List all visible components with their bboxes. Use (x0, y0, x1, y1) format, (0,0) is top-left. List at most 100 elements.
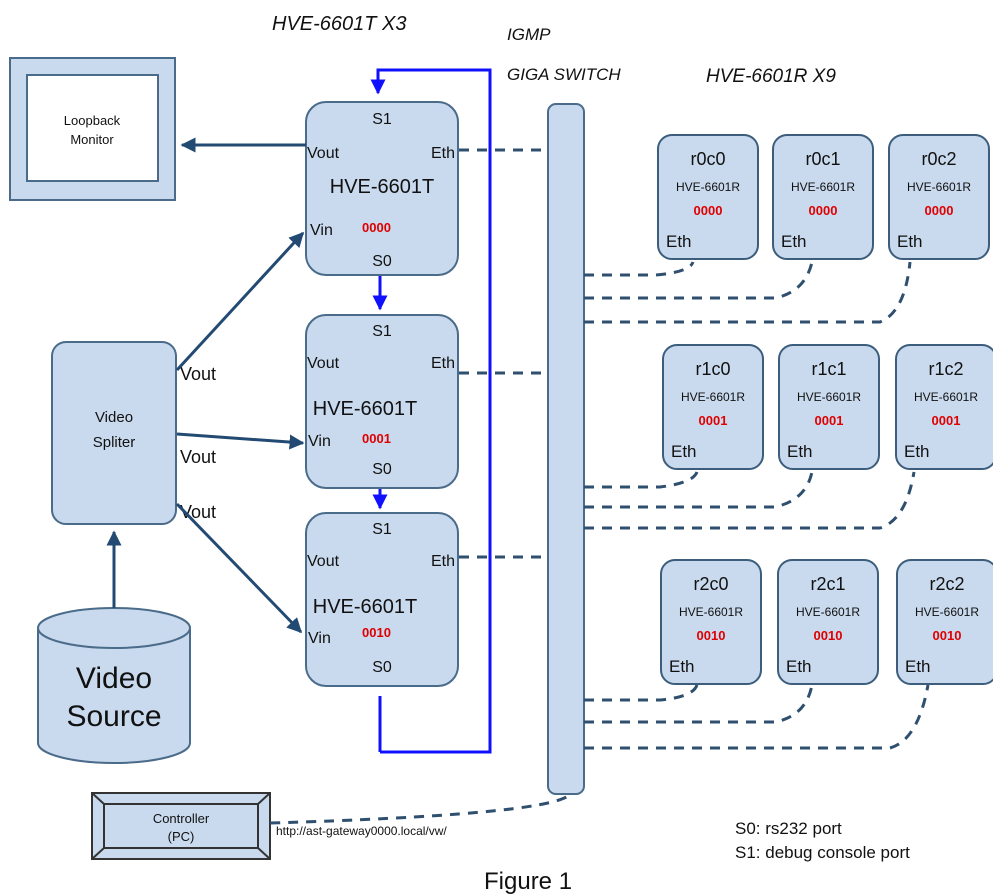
receiver-model: HVE-6601R (791, 180, 855, 194)
video-splitter-label-1: Video (95, 409, 133, 426)
arrow-splitter-to-tx1 (175, 231, 305, 372)
video-splitter: Video Spliter (51, 341, 177, 525)
eth-link-controller (269, 794, 569, 825)
tx3-code: 0010 (362, 625, 391, 640)
receiver-grid: r0c0HVE-6601R0000Ethr0c1HVE-6601R0000Eth… (657, 134, 993, 685)
tx2-model: HVE-6601T (313, 398, 418, 420)
receiver-name: r1c2 (928, 359, 963, 379)
loopback-monitor: Loopback Monitor (9, 57, 176, 201)
receiver-code: 0010 (697, 628, 726, 643)
tx1-vout: Vout (307, 145, 340, 162)
receiver-eth: Eth (671, 442, 697, 461)
receiver-name: r2c0 (693, 574, 728, 594)
giga-switch (547, 103, 585, 795)
receiver-code: 0001 (699, 413, 728, 428)
receiver-name: r0c1 (805, 149, 840, 169)
arrow-splitter-to-tx3 (175, 502, 303, 634)
receiver-eth: Eth (897, 232, 923, 251)
eth-link-r0c2 (584, 261, 912, 324)
tx1-vin: Vin (310, 222, 333, 239)
transmitter-2: S1 Vout Eth HVE-6601T Vin 0001 S0 (305, 314, 459, 489)
receiver-code: 0000 (694, 203, 723, 218)
receiver-name: r1c1 (811, 359, 846, 379)
receiver-name: r1c0 (695, 359, 730, 379)
tx2-s1: S1 (372, 323, 392, 340)
tx3-vin: Vin (308, 630, 331, 647)
receiver-links (584, 261, 930, 750)
receiver-eth: Eth (904, 442, 930, 461)
splitter-vout-2: Vout (180, 447, 216, 467)
receiver-model: HVE-6601R (796, 605, 860, 619)
tx2-s0: S0 (372, 461, 392, 478)
receiver-eth: Eth (787, 442, 813, 461)
receiver-model: HVE-6601R (797, 390, 861, 404)
receiver-code: 0010 (933, 628, 962, 643)
tx2-code: 0001 (362, 431, 391, 446)
receiver-model: HVE-6601R (676, 180, 740, 194)
transmitters-title: HVE-6601T X3 (272, 13, 407, 35)
receiver-model: HVE-6601R (679, 605, 743, 619)
controller-url: http://ast-gateway0000.local/vw/ (276, 824, 447, 838)
video-source: Video Source (37, 607, 191, 764)
tx3-vout: Vout (307, 553, 340, 570)
video-source-label-1: Video (76, 662, 152, 695)
receiver-model: HVE-6601R (907, 180, 971, 194)
receiver-code: 0001 (932, 413, 961, 428)
giga-switch-title: GIGA SWITCH (507, 65, 621, 84)
receiver-model: HVE-6601R (681, 390, 745, 404)
arrow-splitter-to-tx2 (176, 432, 305, 450)
tx2-vin: Vin (308, 433, 331, 450)
controller-label-2: (PC) (168, 829, 195, 844)
splitter-vout-1: Vout (180, 364, 216, 384)
receiver-name: r0c0 (690, 149, 725, 169)
controller-label-1: Controller (153, 811, 210, 826)
tx1-code: 0000 (362, 220, 391, 235)
tx2-eth: Eth (431, 355, 455, 372)
receiver-model: HVE-6601R (914, 390, 978, 404)
loopback-monitor-label-2: Monitor (70, 132, 114, 147)
tx3-s0: S0 (372, 659, 392, 676)
receiver-eth: Eth (786, 657, 812, 676)
eth-link-r2c0 (584, 684, 699, 702)
video-source-label-2: Source (66, 700, 161, 733)
receiver-eth: Eth (666, 232, 692, 251)
receiver-code: 0000 (809, 203, 838, 218)
transmitter-3: S1 Vout Eth HVE-6601T Vin 0010 S0 (305, 512, 459, 687)
figure-caption: Figure 1 (484, 868, 572, 895)
receiver-code: 0001 (815, 413, 844, 428)
tx1-eth: Eth (431, 145, 455, 162)
tx1-model: HVE-6601T (330, 176, 435, 198)
receiver-name: r0c2 (921, 149, 956, 169)
receiver-eth: Eth (781, 232, 807, 251)
legend-s0: S0: rs232 port (735, 819, 842, 838)
igmp-title: IGMP (507, 25, 551, 44)
receiver-name: r2c2 (929, 574, 964, 594)
transmitter-1: S1 Vout Eth HVE-6601T Vin 0000 S0 (305, 101, 459, 276)
tx3-s1: S1 (372, 521, 392, 538)
eth-link-r0c0 (584, 261, 695, 277)
tx3-eth: Eth (431, 553, 455, 570)
legend-s1: S1: debug console port (735, 843, 910, 862)
eth-link-r1c1 (584, 471, 814, 509)
receiver-code: 0010 (814, 628, 843, 643)
eth-link-r1c0 (584, 471, 699, 489)
receiver-name: r2c1 (810, 574, 845, 594)
receiver-model: HVE-6601R (915, 605, 979, 619)
tx2-vout: Vout (307, 355, 340, 372)
eth-link-r0c1 (584, 261, 814, 300)
serial-cable-loop (370, 68, 492, 754)
receiver-eth: Eth (905, 657, 931, 676)
receiver-code: 0000 (925, 203, 954, 218)
eth-link-r2c2 (584, 684, 930, 750)
tx1-s0: S0 (372, 253, 392, 270)
